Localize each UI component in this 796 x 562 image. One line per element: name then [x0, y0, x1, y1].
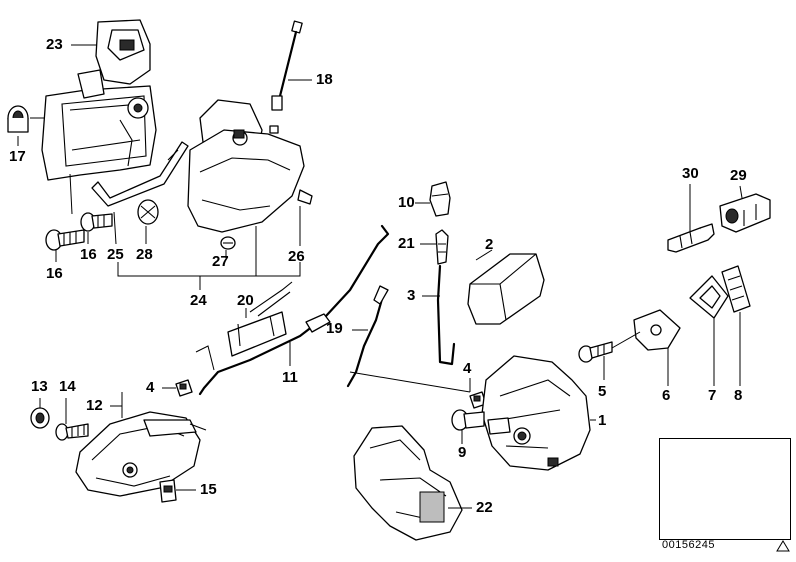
warning-triangle-icon	[776, 540, 790, 552]
label-16a: 16	[46, 265, 63, 282]
part-3-rod	[436, 264, 456, 366]
part-16-screw-a	[45, 229, 85, 251]
label-8: 8	[734, 387, 743, 404]
part-16-screw-b	[80, 212, 113, 232]
part-29-housing	[719, 193, 771, 233]
label-5: 5	[598, 383, 607, 400]
part-23-handle-carrier	[41, 19, 157, 181]
part-22-lock-cover	[353, 425, 463, 541]
label-19: 19	[326, 320, 343, 337]
part-28-clip	[137, 199, 159, 225]
part-1-door-lock	[481, 355, 591, 471]
label-23: 23	[46, 36, 63, 53]
label-18: 18	[316, 71, 333, 88]
label-1: 1	[598, 412, 607, 429]
label-10: 10	[398, 194, 415, 211]
label-20: 20	[237, 292, 254, 309]
part-15-clip	[159, 479, 177, 503]
label-25: 25	[107, 246, 124, 263]
part-27-screw	[220, 236, 236, 250]
part-12-inside-handle	[75, 411, 207, 497]
label-28: 28	[136, 246, 153, 263]
part-11-rod	[198, 224, 390, 396]
part-25-bracket	[91, 141, 189, 207]
label-4-right: 4	[463, 360, 472, 377]
part-18-lock-rod	[269, 20, 303, 134]
part-4-pad-left	[175, 379, 193, 397]
part-5-screw	[578, 341, 613, 363]
part-19-rod	[346, 285, 389, 388]
part-30-cylinder	[667, 223, 715, 253]
label-26: 26	[288, 248, 305, 265]
label-13: 13	[31, 378, 48, 395]
reference-frame	[659, 438, 791, 540]
label-9: 9	[458, 444, 467, 461]
diagram-reference-code: 00156245	[662, 539, 715, 551]
label-11: 11	[282, 369, 298, 386]
part-26-outer-handle	[187, 99, 313, 233]
label-30: 30	[682, 165, 699, 182]
part-21-pin	[435, 229, 449, 265]
part-7-gasket	[689, 275, 729, 319]
part-20-guide	[227, 281, 293, 357]
label-14: 14	[59, 378, 76, 395]
label-6: 6	[662, 387, 671, 404]
label-27: 27	[212, 253, 229, 270]
part-13-nut	[30, 407, 50, 429]
part-8-seal	[721, 265, 751, 313]
label-12: 12	[86, 397, 103, 414]
label-4-left: 4	[146, 379, 155, 396]
label-29: 29	[730, 167, 747, 184]
label-3: 3	[407, 287, 416, 304]
part-10-button	[429, 181, 451, 217]
part-17-grommet	[7, 105, 29, 133]
label-17: 17	[9, 148, 26, 165]
label-15: 15	[200, 481, 217, 498]
label-24: 24	[190, 292, 207, 309]
part-2-cover	[467, 253, 545, 325]
label-16b: 16	[80, 246, 97, 263]
label-7: 7	[708, 387, 717, 404]
part-6-bracket	[633, 309, 681, 351]
label-22: 22	[476, 499, 493, 516]
leader-lines	[17, 44, 743, 509]
part-9-screw	[451, 409, 485, 431]
label-21: 21	[398, 235, 415, 252]
label-2: 2	[485, 236, 494, 253]
part-14-screw	[55, 423, 89, 441]
